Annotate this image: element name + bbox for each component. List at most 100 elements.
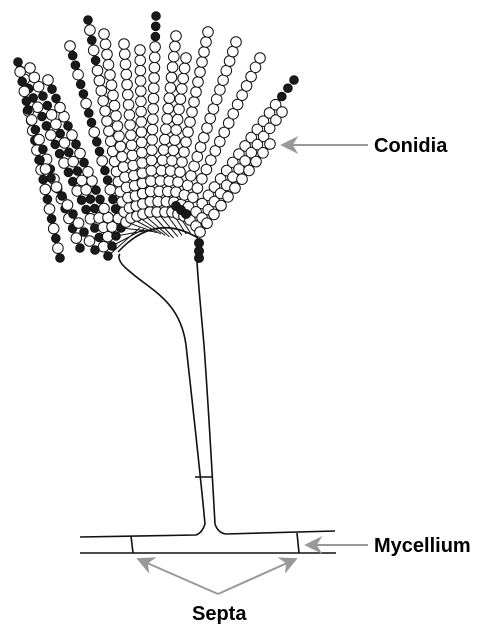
conidium-dark <box>85 109 94 118</box>
conidium-dark <box>84 16 93 25</box>
conidium <box>109 100 120 111</box>
conidium-dark <box>76 244 85 253</box>
conidium <box>177 84 188 95</box>
conidia-label: Conidia <box>374 135 448 157</box>
conidium-dark <box>151 22 160 31</box>
conidium <box>83 167 94 178</box>
conidium-dark <box>93 138 102 147</box>
conidium <box>237 174 248 185</box>
conidium <box>148 93 159 104</box>
conidium-dark <box>278 92 287 101</box>
conidium-dark <box>91 56 100 65</box>
conidium <box>127 150 138 161</box>
conidium <box>111 111 122 122</box>
conidium <box>84 236 95 247</box>
conidium <box>135 76 146 87</box>
conidium <box>170 135 181 146</box>
conidium <box>15 67 26 78</box>
conidium <box>171 125 182 136</box>
conidium <box>135 55 146 66</box>
conidium <box>258 148 269 159</box>
conidium <box>117 151 128 162</box>
conidium-dark <box>87 118 96 127</box>
conidium <box>173 177 184 188</box>
conidium <box>135 65 146 76</box>
conidium <box>81 98 92 109</box>
conidium <box>165 83 176 94</box>
conidium <box>171 31 182 42</box>
conidium-dark <box>152 12 161 21</box>
septum-right <box>297 533 299 553</box>
conidium <box>147 135 158 146</box>
conidium <box>120 59 131 70</box>
conidium <box>177 157 188 168</box>
conidium-dark <box>108 242 117 251</box>
conidium-dark <box>71 61 80 70</box>
conidium-dark <box>104 252 113 261</box>
conidium <box>149 73 160 84</box>
conidium-dark <box>47 174 56 183</box>
conidium <box>73 218 84 229</box>
conidium-dark <box>51 140 60 149</box>
conidium <box>150 42 161 53</box>
conidium-dark <box>48 85 57 94</box>
conidium-dark <box>24 106 33 115</box>
conidium <box>251 156 262 167</box>
conidium-dark <box>43 101 52 110</box>
conidium <box>88 45 99 56</box>
conidium <box>67 130 78 141</box>
conidium <box>62 200 73 211</box>
conidium <box>211 94 222 105</box>
conidium-dark <box>86 195 95 204</box>
conidium <box>170 41 181 52</box>
conidium-dark <box>14 58 23 67</box>
conidium-dark <box>95 147 104 156</box>
conidium <box>137 147 148 158</box>
conidium <box>136 86 147 97</box>
conidium-dark <box>284 84 293 93</box>
conidium-dark <box>92 186 101 195</box>
conidium <box>123 99 134 110</box>
conidium <box>136 96 147 107</box>
conidium <box>136 127 147 138</box>
conidium <box>136 117 147 128</box>
conidium <box>162 114 173 125</box>
conidium <box>181 53 192 64</box>
conidium <box>203 27 214 38</box>
conidium <box>105 184 116 195</box>
conidium <box>161 124 172 135</box>
conidium <box>34 134 45 145</box>
conidium-dark <box>47 215 56 224</box>
conidium <box>51 182 62 193</box>
conidium <box>100 106 111 117</box>
conidium <box>106 80 117 91</box>
conidium-dark <box>39 175 48 184</box>
conidium <box>99 203 110 214</box>
conidium-dark <box>88 36 97 45</box>
conidium <box>195 227 206 238</box>
conidium <box>186 171 197 182</box>
conidium <box>108 90 119 101</box>
conidium <box>75 148 86 159</box>
conidium-dark <box>76 80 85 89</box>
conidium-dark <box>109 195 118 204</box>
conidium-dark <box>36 156 45 165</box>
mycelium-hypha <box>80 524 336 553</box>
conidium <box>185 117 196 128</box>
conidium-dark <box>151 32 160 41</box>
vesicle-top <box>118 228 198 252</box>
conidium-dark <box>96 195 105 204</box>
conidium <box>179 147 190 158</box>
conidium <box>195 67 206 78</box>
conidium <box>136 137 147 148</box>
conidium <box>187 107 198 118</box>
conidium-dark <box>290 76 299 85</box>
conidium <box>201 37 212 48</box>
conidium <box>205 113 216 124</box>
conidium <box>215 85 226 96</box>
conidium <box>25 63 36 74</box>
conidium <box>94 75 105 86</box>
conidium <box>26 115 37 126</box>
conidium <box>125 120 136 131</box>
